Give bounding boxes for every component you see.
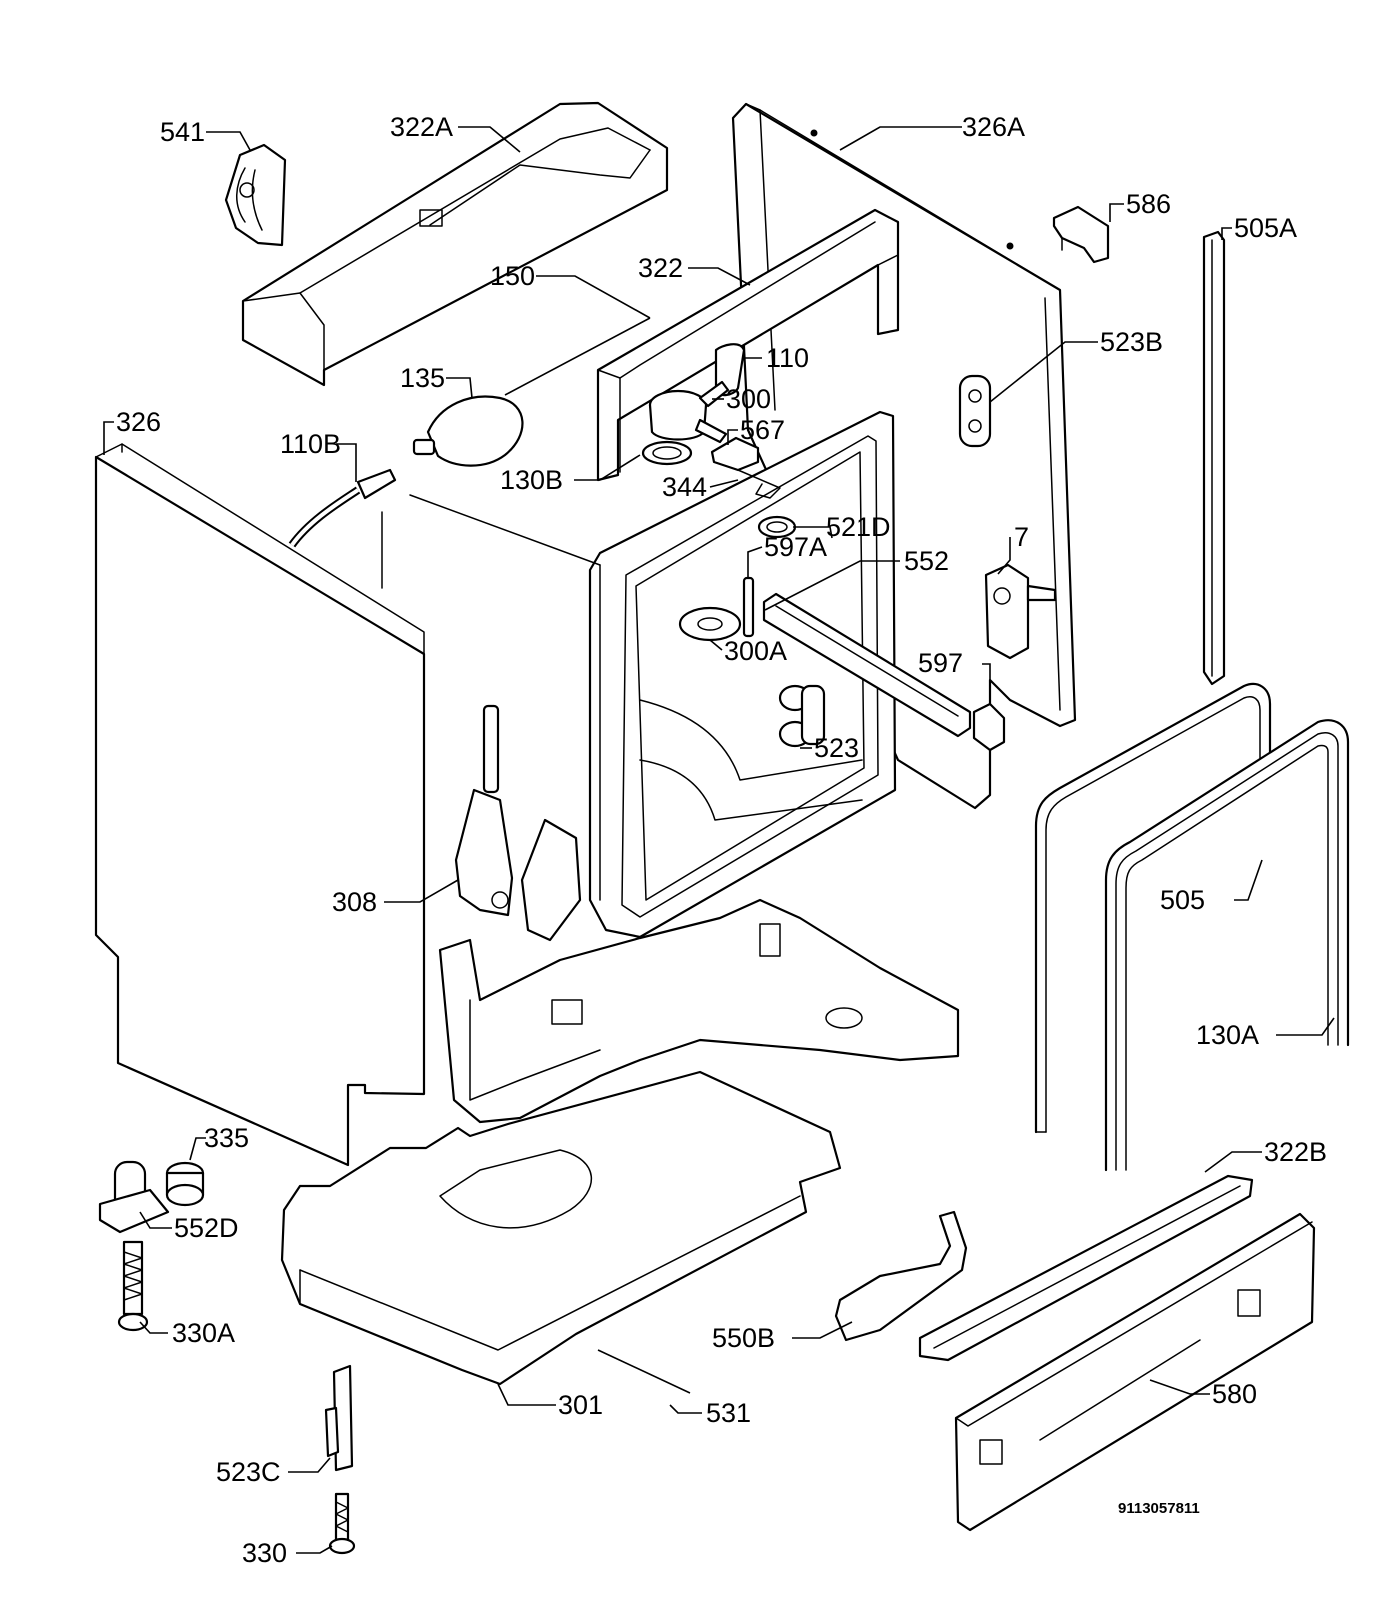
label-541: 541 [160,117,205,147]
door-seal-130a [1104,719,1350,1172]
roller-523 [778,684,826,748]
label-330a: 330A [172,1318,235,1348]
label-567: 567 [740,415,785,445]
label-322: 322 [638,253,683,283]
label-586: 586 [1126,189,1171,219]
bolt-330 [328,1492,356,1555]
label-330: 330 [242,1538,287,1568]
vertical-seal-505a [1202,230,1226,686]
gasket-130b [641,440,693,466]
label-322b: 322B [1264,1137,1327,1167]
clip-541 [224,143,287,247]
label-326: 326 [116,407,161,437]
label-597a: 597A [764,532,827,562]
spray-hub-300 [648,380,730,444]
spring-clip-344 [737,469,781,499]
rail-552 [762,592,972,738]
label-344: 344 [662,472,707,502]
clip-597 [972,702,1006,752]
clip-567 [710,436,760,472]
label-326a: 326A [962,112,1025,142]
latch-7 [984,563,1057,660]
label-7: 7 [1014,522,1029,552]
label-335: 335 [204,1123,249,1153]
label-130b: 130B [500,465,563,495]
label-308: 308 [332,887,377,917]
label-300a: 300A [724,636,787,666]
base-tray-301 [280,1070,842,1394]
label-597: 597 [918,648,963,678]
label-552: 552 [904,546,949,576]
label-523: 523 [814,733,859,763]
tub-frame [409,410,897,939]
label-580: 580 [1212,1379,1257,1409]
hinge-mechanism-308 [454,704,582,942]
drawing-code: 9113057811 [1118,1500,1200,1517]
kickplate-580 [954,1212,1316,1532]
hinge-523b [958,374,992,448]
label-150: 150 [490,261,535,291]
label-523c: 523C [216,1457,281,1487]
label-523b: 523B [1100,327,1163,357]
top-frame-322 [596,208,900,482]
bracket-550b [834,1210,968,1342]
label-505a: 505A [1234,213,1297,243]
label-135: 135 [400,363,445,393]
label-130a: 130A [1196,1020,1259,1050]
plinth-strip-322b [918,1174,1254,1362]
salt-container-135 [412,317,651,467]
leader-lines [103,126,1335,1554]
label-110: 110 [766,343,809,373]
side-panel-326 [94,443,426,1167]
label-552d: 552D [174,1213,239,1243]
callout-labels: 541 322A 326A 586 505A 150 322 110 523B … [116,112,1327,1568]
top-frame-322a [241,101,669,387]
label-531: 531 [706,1398,751,1428]
label-550b: 550B [712,1323,775,1353]
label-110b: 110B [280,429,341,459]
foot-523c [324,1364,354,1472]
gear-335 [165,1161,205,1207]
label-521d: 521D [826,512,891,542]
label-322a: 322A [390,112,453,142]
bolt-330a [117,1240,149,1332]
bracket-586 [1052,205,1110,264]
label-301: 301 [558,1390,603,1420]
drain-hose-110b [288,468,397,589]
base-frame [438,898,960,1124]
valve-552d [98,1160,170,1234]
label-505: 505 [1160,885,1205,915]
label-300: 300 [726,384,771,414]
pin-597a [742,576,755,638]
